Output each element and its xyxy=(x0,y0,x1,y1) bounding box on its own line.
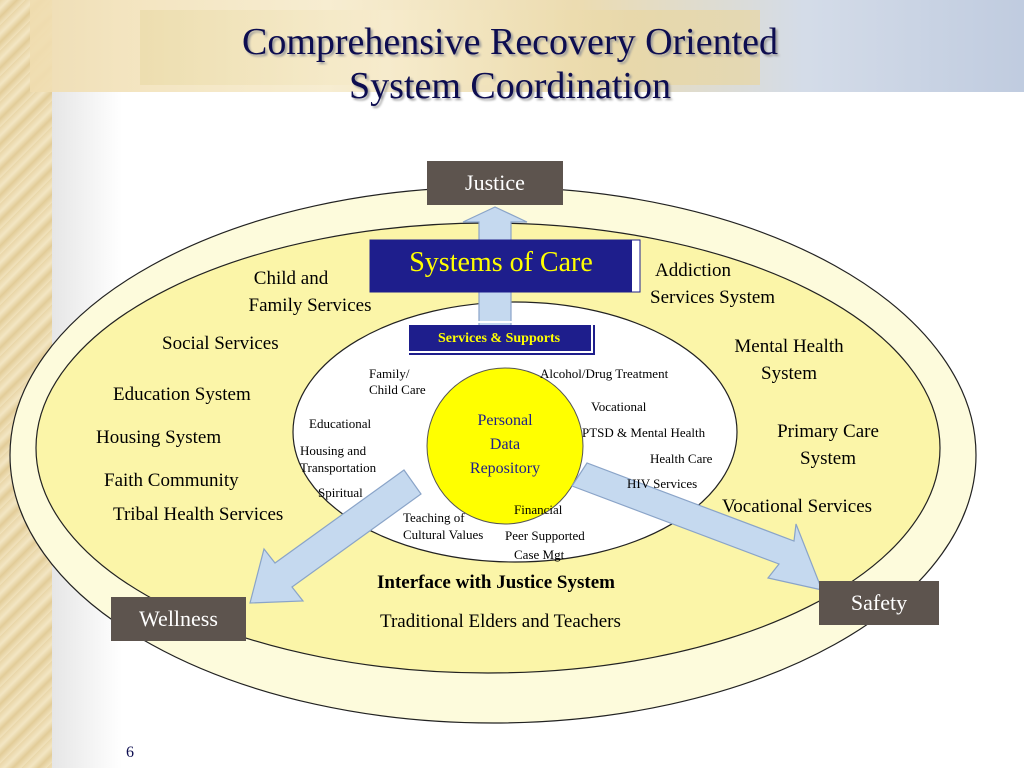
hiv-services: HIV Services xyxy=(627,476,698,491)
educational: Educational xyxy=(309,416,372,431)
safety-box: Safety xyxy=(819,581,939,625)
primary-line-2: System xyxy=(800,448,856,469)
child-family-line-2: Family Services xyxy=(248,295,372,316)
addiction-line-1: Addiction xyxy=(655,260,731,281)
mental-line-2: System xyxy=(761,363,817,384)
housing-line-2: Transportation xyxy=(300,460,377,475)
arrow-to-wellness xyxy=(249,469,422,604)
title-line-2: System Coordination xyxy=(349,65,671,107)
family-line-1: Family/ xyxy=(369,366,410,381)
housing-line-1: Housing and xyxy=(300,443,367,458)
mental-health-system: Mental Health System xyxy=(709,333,869,387)
traditional-elders-teachers: Traditional Elders and Teachers xyxy=(380,611,621,632)
justice-box: Justice xyxy=(427,161,563,205)
family-line-2: Child Care xyxy=(369,382,426,397)
systems-of-care-label: Systems of Care xyxy=(409,247,593,278)
slide-title: Comprehensive Recovery Oriented System C… xyxy=(130,20,890,108)
peer-line-2: Case Mgt xyxy=(514,547,565,562)
child-family-line-1: Child and xyxy=(253,268,329,289)
ptsd-mental-health: PTSD & Mental Health xyxy=(582,425,706,440)
center-line-1: Personal xyxy=(477,412,533,429)
peer-line-1: Peer Supported xyxy=(505,528,585,543)
teaching-line-1: Teaching of xyxy=(403,510,465,525)
center-circle xyxy=(426,367,584,525)
interface-justice-system: Interface with Justice System xyxy=(377,572,615,593)
primary-care-system: Primary Care System xyxy=(748,418,908,472)
alcohol-drug-treatment: Alcohol/Drug Treatment xyxy=(540,366,669,381)
title-line-1: Comprehensive Recovery Oriented xyxy=(241,21,779,63)
faith-community: Faith Community xyxy=(104,470,239,491)
peer-supported-case-mgt: Peer Supported Case Mgt xyxy=(505,526,585,564)
addiction-services: Addiction Services System xyxy=(650,257,775,311)
education-system: Education System xyxy=(113,384,251,405)
top-decorative-band-inner xyxy=(140,10,760,85)
housing-system: Housing System xyxy=(96,427,222,448)
teaching-cultural-values: Teaching of Cultural Values xyxy=(403,509,483,543)
teaching-line-2: Cultural Values xyxy=(403,527,484,542)
arrow-to-safety xyxy=(571,462,823,591)
child-family-services: Child and Family Services xyxy=(220,265,400,319)
vocational-inner: Vocational xyxy=(591,399,647,414)
primary-line-1: Primary Care xyxy=(777,421,879,442)
page-number: 6 xyxy=(126,744,134,761)
vocational-services: Vocational Services xyxy=(722,496,873,517)
social-services: Social Services xyxy=(162,333,279,354)
health-care: Health Care xyxy=(650,451,713,466)
services-supports-box xyxy=(409,325,595,355)
housing-transportation: Housing and Transportation xyxy=(300,442,376,476)
financial: Financial xyxy=(514,502,563,517)
spiritual: Spiritual xyxy=(318,485,363,500)
addiction-line-2: Services System xyxy=(650,287,776,308)
family-child-care: Family/ Child Care xyxy=(369,366,426,398)
wellness-box: Wellness xyxy=(111,597,246,641)
center-line-2: Data xyxy=(489,436,521,453)
mental-line-1: Mental Health xyxy=(734,336,844,357)
services-supports-label: Services & Supports xyxy=(437,331,561,346)
tribal-health-services: Tribal Health Services xyxy=(113,504,284,525)
personal-data-repository: Personal Data Repository xyxy=(445,409,565,481)
center-line-3: Repository xyxy=(469,460,541,477)
